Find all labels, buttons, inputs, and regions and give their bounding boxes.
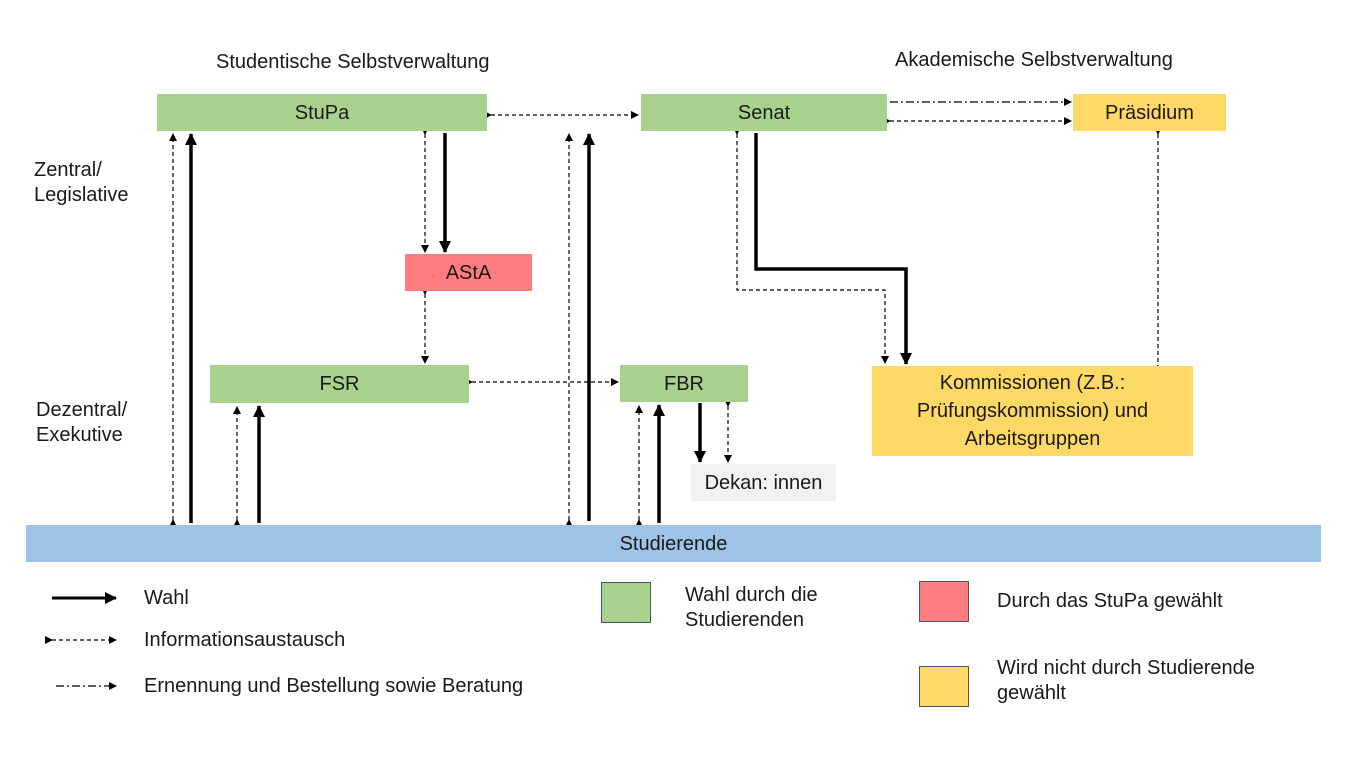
- legend-green-line1: Wahl durch die: [685, 584, 818, 606]
- level-central-line2: Legislative: [34, 184, 129, 206]
- node-senat: Senat: [641, 94, 887, 131]
- legend-red-label: Durch das StuPa gewählt: [997, 590, 1223, 612]
- student-self-administration-header: Studentische Selbstverwaltung: [216, 51, 490, 73]
- node-fsr-label: FSR: [319, 373, 360, 395]
- legend-green-label: Wahl durch die Studierenden: [685, 583, 818, 633]
- legend-yellow-swatch: [919, 666, 969, 707]
- level-central-line1: Zentral/: [34, 159, 102, 181]
- legend-ernennung-label: Ernennung und Bestellung sowie Beratung: [144, 675, 524, 697]
- academic-self-administration-header: Akademische Selbstverwaltung: [895, 49, 1173, 71]
- node-fsr: FSR: [210, 365, 469, 403]
- wahl-arrow-kommissionen: [754, 133, 912, 365]
- legend-yellow-line2: gewählt: [997, 682, 1066, 704]
- level-decentral-label: Dezentral/ Exekutive: [36, 398, 127, 448]
- legend-red-swatch: [919, 581, 969, 622]
- node-stupa: StuPa: [157, 94, 487, 131]
- legend-green-swatch: [601, 582, 651, 623]
- node-studierende: Studierende: [26, 525, 1321, 562]
- node-asta-label: AStA: [445, 261, 492, 284]
- level-central-label: Zentral/ Legislative: [34, 158, 129, 208]
- node-praesidium-label: Präsidium: [1105, 101, 1194, 124]
- node-studierende-label: Studierende: [619, 532, 728, 555]
- level-decentral-line2: Exekutive: [36, 424, 123, 446]
- node-praesidium: Präsidium: [1073, 94, 1226, 131]
- node-dekan-label: Dekan: innen: [704, 471, 823, 494]
- node-asta: AStA: [405, 254, 532, 291]
- legend-yellow-label: Wird nicht durch Studierende gewählt: [997, 656, 1255, 706]
- node-stupa-label: StuPa: [294, 101, 350, 124]
- node-kommissionen-line1: Kommissionen (Z.B.:: [939, 372, 1126, 394]
- level-decentral-line1: Dezentral/: [36, 399, 128, 421]
- legend-wahl-label: Wahl: [144, 587, 189, 609]
- node-dekan: Dekan: innen: [691, 464, 836, 501]
- node-fbr-label: FBR: [664, 372, 704, 395]
- node-fbr: FBR: [620, 365, 748, 402]
- node-kommissionen-line3: Arbeitsgruppen: [964, 428, 1101, 450]
- info-arrow-senat-kommissionen: [733, 127, 889, 364]
- node-kommissionen-line2: Prüfungskommission) und: [916, 400, 1149, 422]
- legend-info-label: Informationsaustausch: [144, 629, 346, 651]
- node-senat-label: Senat: [737, 101, 791, 124]
- legend-yellow-line1: Wird nicht durch Studierende: [997, 657, 1255, 679]
- legend-green-line2: Studierenden: [685, 609, 804, 631]
- node-kommissionen: Kommissionen (Z.B.: Prüfungskommission) …: [872, 366, 1193, 456]
